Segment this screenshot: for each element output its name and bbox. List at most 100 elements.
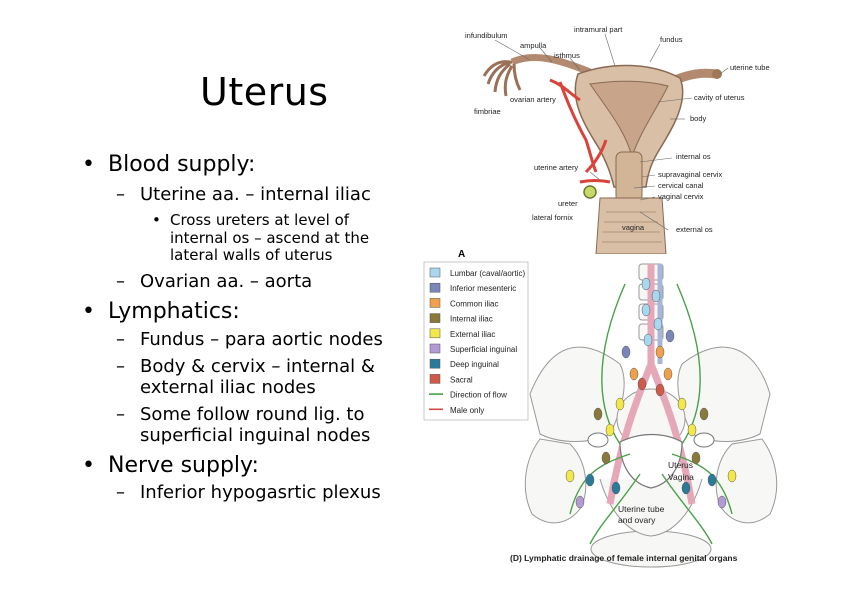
legend-swatch: [429, 282, 441, 293]
label-uterine-tube: uterine tube: [730, 63, 770, 72]
legend-swatch: [429, 358, 441, 369]
label-intramural: intramural part: [574, 25, 623, 34]
slide-title: Uterus: [200, 70, 329, 114]
label-vagina: Vagina: [668, 472, 694, 482]
sub-bullet-dash: –: [116, 482, 125, 503]
sub-bullet-dash: –: [116, 356, 125, 377]
lymph-node: [575, 495, 585, 509]
legend-label: Deep inguinal: [450, 360, 499, 369]
text-line: Some follow round lig. to: [140, 404, 365, 425]
label-ampulla: ampulla: [520, 41, 547, 50]
legend-swatch: [429, 298, 441, 308]
bullet-text: Blood supply:: [108, 152, 256, 177]
text-line: superficial inguinal nodes: [140, 425, 371, 446]
label-vagina: vagina: [622, 223, 645, 232]
uterine-cavity: [589, 80, 669, 159]
vaginal-rugae: [602, 211, 662, 243]
legend-label: Common iliac: [450, 299, 498, 308]
sub-bullet-text: Inferior hypogasrtic plexus: [140, 482, 381, 503]
label-infundibulum: infundibulum: [465, 31, 508, 40]
label-cervical-canal: cervical canal: [658, 181, 704, 190]
lymph-node: [585, 473, 595, 487]
bullet-text: Nerve supply:: [108, 453, 259, 478]
sub-bullet-dash: –: [116, 184, 125, 205]
lymph-node: [653, 317, 663, 331]
label-fimbriae: fimbriae: [474, 107, 501, 116]
lymph-node: [663, 367, 673, 381]
text-line: external iliac nodes: [140, 377, 316, 398]
sub-bullet-dash: –: [116, 329, 125, 350]
legend-swatch: [429, 313, 441, 323]
sub-bullet-dash: –: [116, 271, 125, 292]
right-ovary: [693, 432, 715, 448]
text-line: Fundus – para aortic nodes: [140, 329, 383, 350]
legend-label: Sacral: [450, 375, 473, 384]
left-ovary: [587, 432, 609, 448]
legend: Lumbar (caval/aortic) Inferior mesenteric…: [423, 261, 529, 421]
lymph-node: [691, 451, 701, 465]
lymph-node: [699, 407, 709, 421]
lymphatic-drainage-figure: A Lumbar (caval/aortic) Inferior mesenter…: [423, 249, 778, 568]
label-body: body: [690, 114, 707, 123]
lymph-node: [601, 451, 611, 465]
lymph-node: [677, 397, 687, 411]
sub-bullet-text: Body & cervix – internal & external ilia…: [140, 356, 375, 398]
sub-bullet-text: Uterine aa. – internal iliac: [140, 184, 371, 205]
uterus-shape: [619, 433, 683, 489]
lymph-node: [707, 473, 717, 487]
legend-label: Direction of flow: [450, 391, 507, 400]
label-ovarian-artery: ovarian artery: [510, 95, 556, 104]
lymph-nodes: [565, 277, 737, 509]
label-lateral-fornix: lateral fornix: [532, 213, 573, 222]
uterine-artery-shape: [579, 139, 611, 184]
uterus-anatomy-figure: infundibulum ampulla isthmus intramural …: [465, 25, 770, 254]
lymph-node: [655, 345, 665, 359]
pelvis-skeleton: [524, 263, 778, 568]
label-uterine-artery: uterine artery: [534, 163, 578, 172]
lymph-node: [593, 407, 603, 421]
legend-swatch: [429, 328, 441, 339]
lymph-node: [651, 289, 661, 303]
label-vaginal-cervix: vaginal cervix: [658, 192, 704, 201]
legend-label: External iliac: [450, 330, 495, 339]
sub-sub-bullet-dot: •: [152, 211, 161, 229]
legend-label: Internal iliac: [450, 315, 493, 324]
legend-label: Inferior mesenteric: [450, 284, 516, 293]
lymph-node: [665, 329, 675, 343]
label-cavity: cavity of uterus: [694, 93, 745, 102]
sub-bullet-text: Some follow round lig. to superficial in…: [140, 404, 370, 446]
text-line: Cross ureters at level of: [170, 211, 350, 229]
cervix: [615, 151, 643, 203]
lymph-node: [629, 367, 639, 381]
sub-bullet-text: Ovarian aa. – aorta: [140, 271, 313, 292]
lymph-node: [681, 481, 691, 495]
bullet-text: Lymphatics:: [108, 299, 240, 324]
label-isthmus: isthmus: [554, 51, 580, 60]
legend-label: Lumbar (caval/aortic): [450, 269, 525, 278]
label-fundus: fundus: [660, 35, 683, 44]
lymph-node: [611, 481, 621, 495]
lymph-node: [687, 423, 697, 437]
panel-letter: A: [458, 249, 465, 260]
legend-swatch: [429, 343, 441, 354]
bullet-dot: •: [82, 453, 95, 478]
lymph-node: [655, 383, 665, 397]
legend-label: Superficial inguinal: [450, 345, 517, 354]
bullet-dot: •: [82, 152, 95, 177]
legend-label: Male only: [450, 406, 484, 415]
bullet-dot: •: [82, 299, 95, 324]
lymph-node: [643, 333, 653, 347]
lymph-node: [717, 495, 727, 509]
lymph-node: [641, 303, 651, 317]
figure-caption: (D) Lymphatic drainage of female interna…: [510, 553, 738, 563]
lymph-node: [565, 469, 575, 483]
label-internal-os: internal os: [676, 152, 711, 161]
lymph-node: [641, 277, 651, 291]
label-tube-ovary-1: Uterine tube: [618, 504, 665, 514]
text-line: Inferior hypogasrtic plexus: [140, 482, 381, 503]
sub-bullet-dash: –: [116, 404, 125, 425]
text-line: internal os – ascend at the: [170, 228, 370, 247]
text-line: lateral walls of uterus: [170, 246, 333, 264]
label-uterus: Uterus: [668, 460, 693, 470]
sub-sub-bullet-text: Cross ureters at level of internal os – …: [170, 211, 370, 265]
